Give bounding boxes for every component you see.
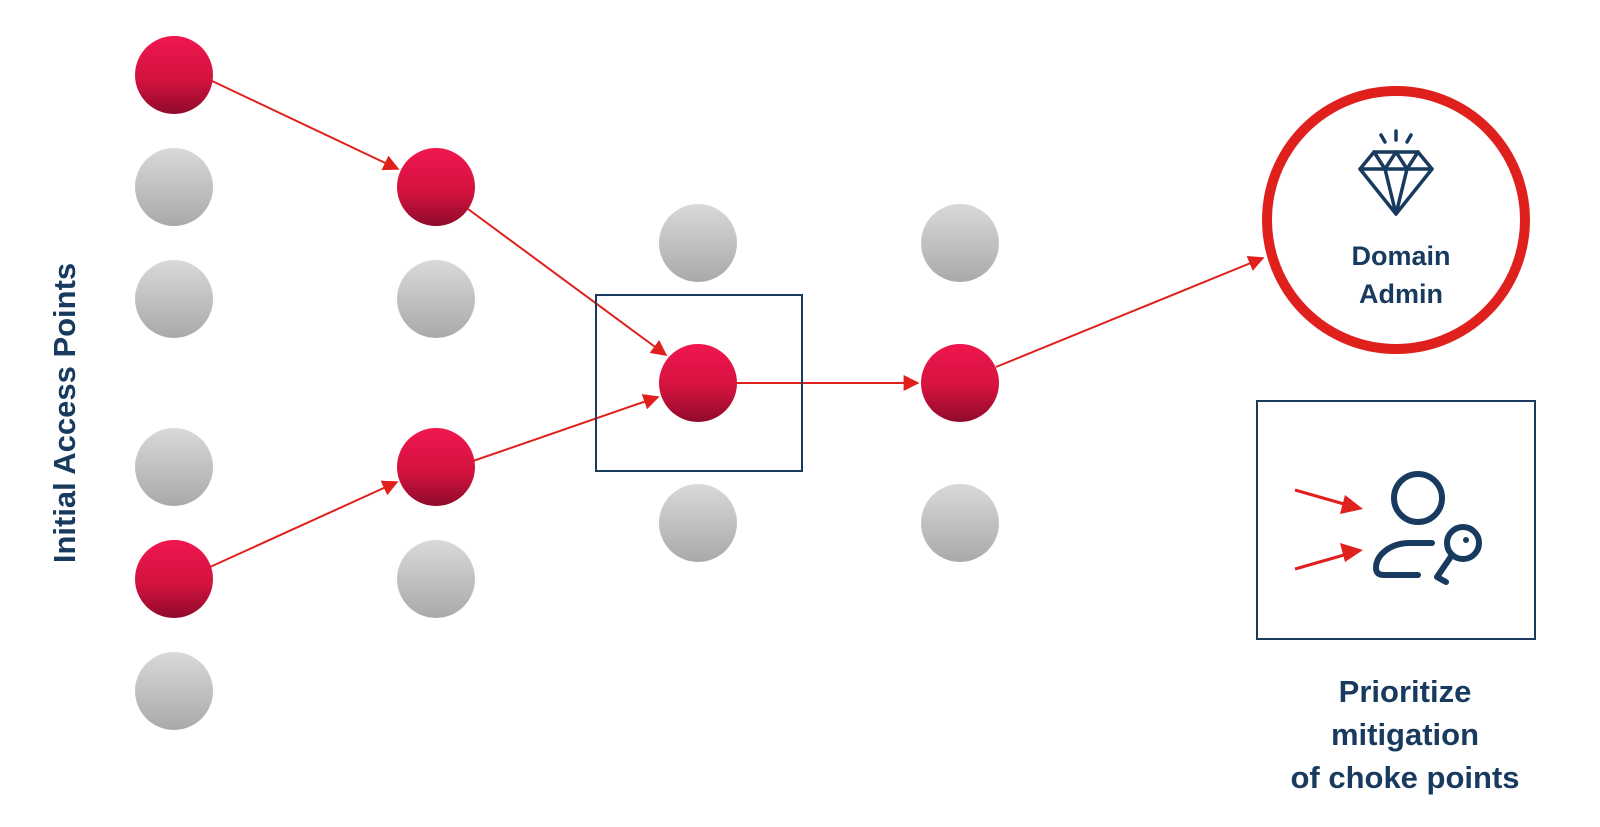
idle-node: [659, 484, 737, 562]
mitigation-caption: Prioritize mitigation of choke points: [1245, 670, 1565, 799]
domain-admin-line: Admin: [1359, 279, 1443, 309]
idle-node: [659, 204, 737, 282]
diamond-icon: [1358, 129, 1434, 216]
domain-admin-line: Domain: [1351, 241, 1451, 271]
compromised-node: [135, 540, 213, 618]
incoming-arrows: [1294, 488, 1352, 571]
idle-node: [135, 148, 213, 226]
choke-point-frame: [595, 294, 803, 472]
compromised-node: [921, 344, 999, 422]
user-key-icon: [1373, 471, 1482, 585]
caption-line: of choke points: [1290, 760, 1520, 795]
incoming-arrow: [1294, 551, 1352, 571]
idle-node: [921, 484, 999, 562]
domain-admin-ring: [1262, 86, 1530, 354]
initial-access-label: Initial Access Points: [47, 262, 82, 564]
idle-node: [397, 260, 475, 338]
caption-line: mitigation: [1330, 717, 1480, 752]
choke-point-node: [659, 344, 737, 422]
idle-node: [135, 652, 213, 730]
incoming-arrowhead: [1340, 543, 1363, 562]
incoming-arrow: [1294, 488, 1352, 508]
caption-line: Prioritize: [1338, 674, 1472, 709]
domain-admin-label: Domain Admin: [1327, 237, 1475, 313]
path-arrow: [209, 79, 400, 171]
path-arrow: [209, 480, 399, 568]
idle-node: [397, 540, 475, 618]
path-arrow: [467, 208, 668, 356]
idle-node: [135, 428, 213, 506]
compromised-node: [397, 148, 475, 226]
compromised-node: [135, 36, 213, 114]
compromised-node: [397, 428, 475, 506]
attack-path-arrows: [209, 79, 1265, 568]
path-arrow: [472, 394, 660, 462]
path-arrow: [995, 256, 1265, 368]
incoming-arrowhead: [1340, 495, 1363, 514]
mitigation-panel: [1256, 400, 1536, 640]
idle-node: [921, 204, 999, 282]
idle-node: [135, 260, 213, 338]
